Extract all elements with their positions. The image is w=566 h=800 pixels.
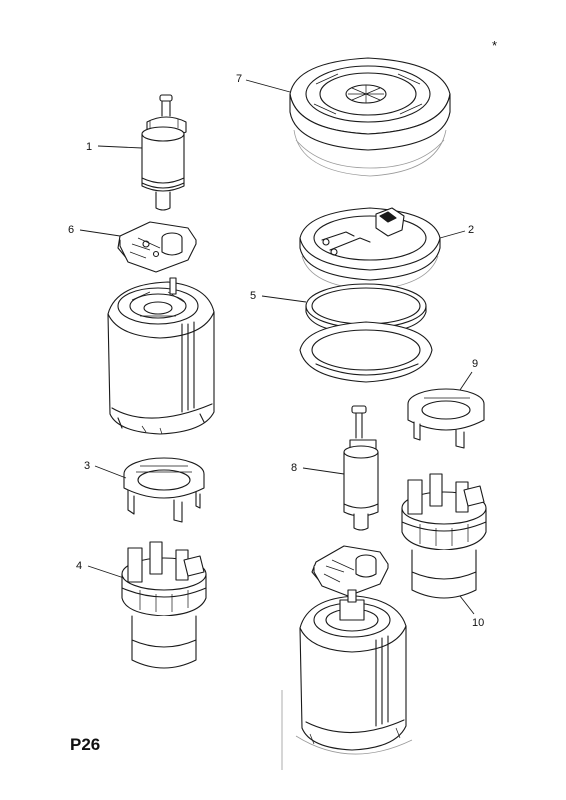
part-3-retaining-ring	[123, 457, 205, 523]
part-6-filter-plate	[117, 221, 197, 273]
filter-plate-right	[311, 545, 389, 597]
flange-lock-ring	[299, 321, 433, 383]
part-9-retaining-ring	[407, 388, 485, 449]
callout-3: 3	[84, 460, 90, 472]
corner-mark: *	[492, 38, 497, 53]
part-7-tank-cover	[289, 57, 451, 177]
callout-10: 10	[472, 617, 484, 629]
leader-lines	[79, 79, 475, 615]
page-code: P26	[70, 735, 100, 754]
callout-2: 2	[468, 224, 474, 236]
callout-4: 4	[76, 560, 82, 572]
part-4-swirl-pot	[121, 541, 207, 669]
part-2-sender-flange	[299, 207, 441, 291]
left-reservoir-housing	[107, 277, 215, 435]
callout-6: 6	[68, 224, 74, 236]
callout-5: 5	[250, 290, 256, 302]
part-10-swirl-pot	[401, 473, 487, 599]
right-reservoir-housing	[281, 589, 413, 770]
callout-8: 8	[291, 462, 297, 474]
callout-9: 9	[472, 358, 478, 370]
part-8-fuel-pump	[343, 405, 379, 531]
callout-1: 1	[86, 141, 92, 153]
part-1-fuel-pump	[141, 94, 187, 211]
callout-7: 7	[236, 73, 242, 85]
